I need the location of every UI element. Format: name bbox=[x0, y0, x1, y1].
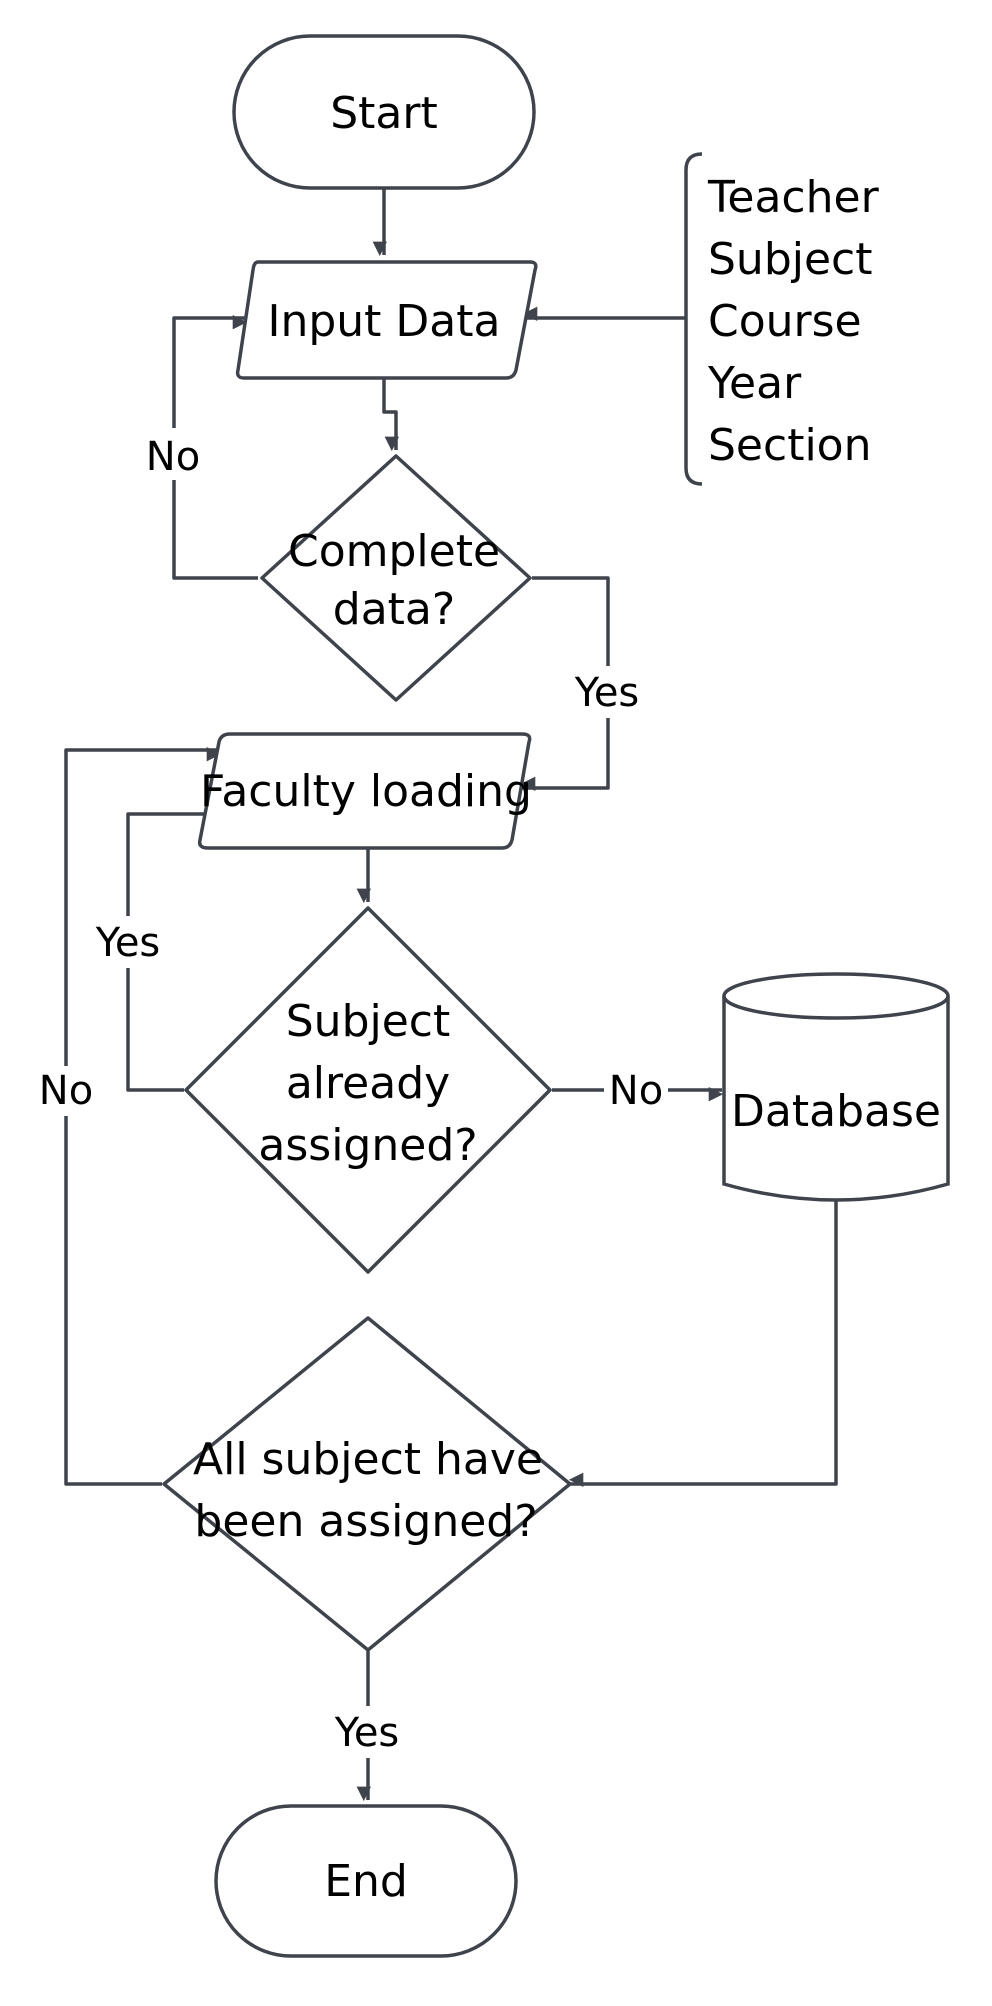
node-database: Database bbox=[722, 972, 950, 1202]
subject-assigned-label-line3: assigned? bbox=[258, 1120, 477, 1171]
field-section: Section bbox=[708, 420, 871, 471]
faculty-loading-label: Faculty loading bbox=[200, 766, 532, 817]
node-start: Start bbox=[232, 34, 536, 190]
edge-all-no bbox=[64, 747, 222, 1486]
edge-labels: No Yes Yes No No Yes bbox=[34, 428, 668, 1758]
node-end: End bbox=[214, 1804, 518, 1958]
field-course: Course bbox=[708, 296, 862, 347]
input-fields-annotation: Teacher Subject Course Year Section bbox=[684, 152, 880, 486]
label-assigned-no: No bbox=[609, 1068, 663, 1114]
subject-assigned-label-line2: already bbox=[286, 1058, 450, 1109]
field-year: Year bbox=[707, 358, 802, 409]
input-data-label: Input Data bbox=[268, 296, 501, 347]
label-all-yes: Yes bbox=[334, 1710, 400, 1756]
complete-data-label-line1: Complete bbox=[288, 526, 500, 577]
all-assigned-label-line2: been assigned? bbox=[194, 1496, 537, 1547]
field-subject: Subject bbox=[708, 234, 872, 285]
database-label: Database bbox=[731, 1086, 941, 1137]
node-complete-data: Complete data? bbox=[260, 454, 532, 702]
field-teacher: Teacher bbox=[707, 172, 880, 223]
label-complete-yes: Yes bbox=[574, 670, 640, 716]
start-label: Start bbox=[330, 88, 438, 139]
label-complete-no: No bbox=[146, 434, 200, 480]
subject-assigned-label-line1: Subject bbox=[286, 996, 450, 1047]
fields-bracket bbox=[684, 152, 703, 486]
node-all-assigned: All subject have been assigned? bbox=[162, 1316, 572, 1652]
end-label: End bbox=[324, 1856, 408, 1907]
node-subject-assigned: Subject already assigned? bbox=[184, 906, 552, 1274]
complete-data-label-line2: data? bbox=[333, 584, 455, 635]
edge-input-to-complete bbox=[382, 378, 399, 452]
edge-database-to-all bbox=[568, 1200, 838, 1487]
label-assigned-yes: Yes bbox=[95, 920, 161, 966]
all-assigned-label-line1: All subject have bbox=[193, 1434, 543, 1485]
node-input-data: Input Data bbox=[235, 260, 538, 380]
node-faculty-loading: Faculty loading bbox=[197, 732, 532, 850]
label-all-no: No bbox=[39, 1068, 93, 1114]
